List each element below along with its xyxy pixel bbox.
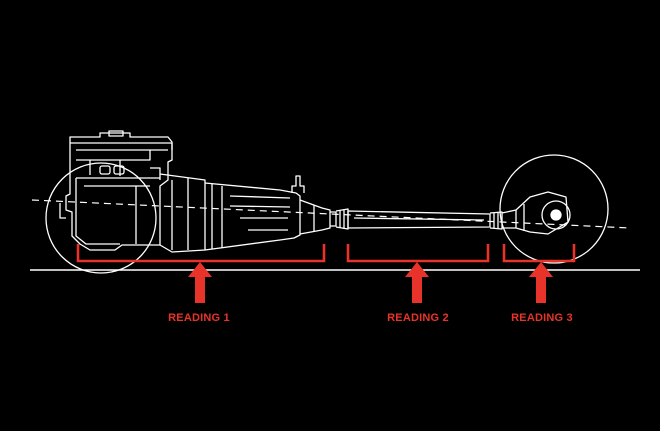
reading-1-arrow bbox=[188, 262, 212, 303]
engine-transmission-assembly bbox=[45, 130, 337, 274]
driveshaft bbox=[335, 208, 503, 230]
driveline-centerline bbox=[31, 199, 631, 229]
rear-axle-assembly bbox=[499, 154, 609, 264]
reading-3-arrow bbox=[529, 262, 553, 303]
reading-arrows bbox=[188, 262, 553, 303]
axle-center bbox=[550, 209, 562, 221]
reading-1-label: READING 1 bbox=[168, 312, 230, 324]
front-tire bbox=[45, 162, 157, 274]
reading-1-bracket bbox=[76, 244, 326, 263]
reading-2-arrow bbox=[405, 262, 429, 303]
reading-3-bracket bbox=[502, 244, 576, 263]
reading-3-label: READING 3 bbox=[511, 312, 573, 324]
reading-2-label: READING 2 bbox=[387, 312, 449, 324]
reading-2-bracket bbox=[346, 244, 490, 263]
measurement-brackets bbox=[76, 244, 576, 263]
rear-tire bbox=[499, 154, 609, 264]
